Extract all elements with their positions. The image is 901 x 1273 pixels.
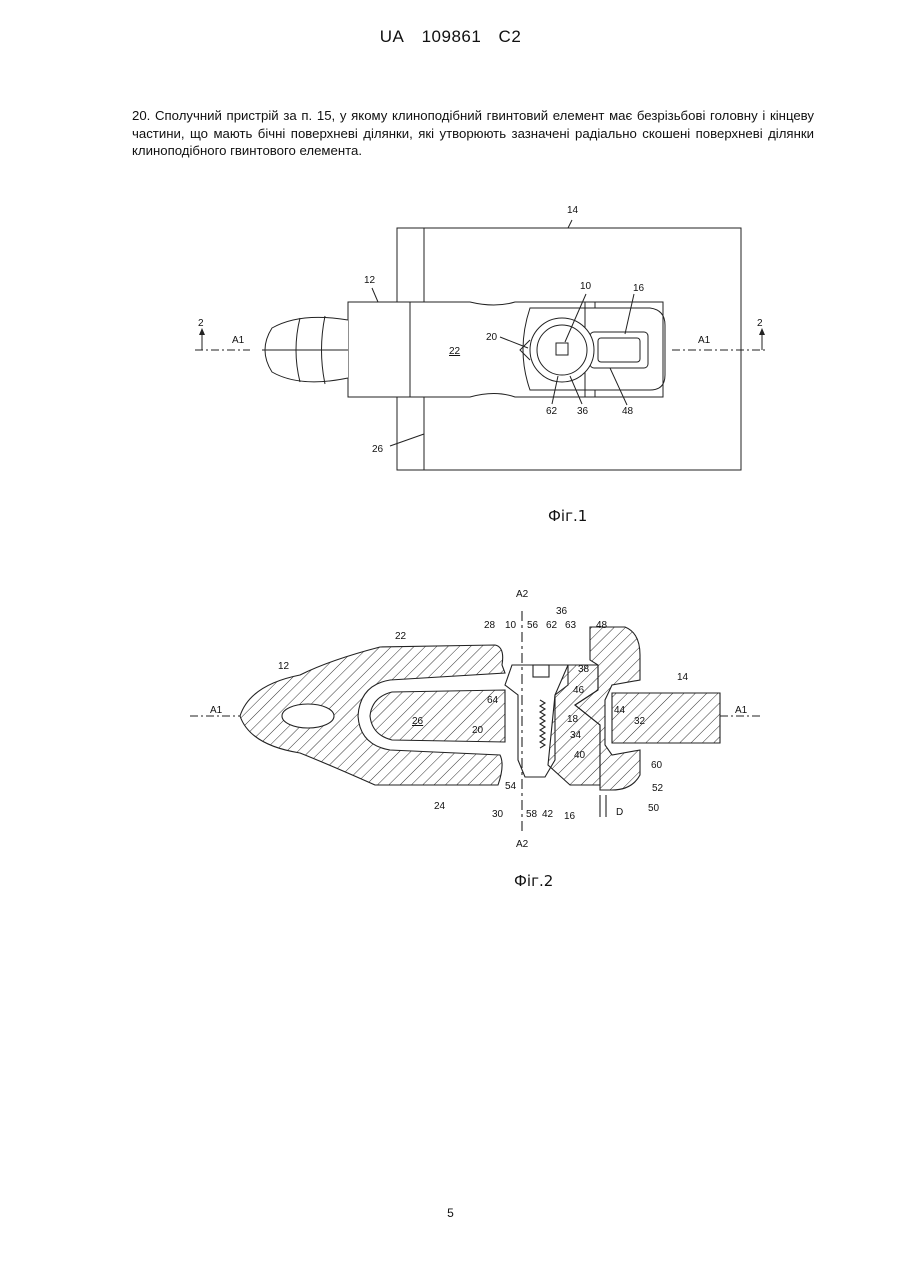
figure-2-caption: Фіг.2 [514, 872, 553, 890]
fig2-label: 48 [596, 620, 608, 631]
page-number: 5 [0, 1206, 901, 1220]
fig2-label: 30 [492, 809, 504, 820]
fig2-label: 14 [677, 672, 689, 683]
fig1-label: 2 [198, 318, 204, 329]
fig1-label: 62 [546, 406, 558, 417]
fig2-label: 56 [527, 620, 539, 631]
figure-1-drawing: 14 12 10 16 2 2 A1 A1 20 22 62 36 48 26 [0, 190, 901, 500]
fig2-label: 38 [578, 664, 590, 675]
fig2-label: 16 [564, 811, 576, 822]
fig2-label: 36 [556, 606, 568, 617]
fig2-label: 20 [472, 725, 484, 736]
header-kind: C2 [499, 27, 522, 46]
fig2-label: 28 [484, 620, 496, 631]
fig2-label: 54 [505, 781, 517, 792]
fig1-label: 12 [364, 275, 376, 286]
header-number: 109861 [422, 27, 482, 46]
fig2-label: A1 [210, 705, 223, 716]
fig2-label: 10 [505, 620, 517, 631]
fig1-label: 36 [577, 406, 589, 417]
fig2-label: 50 [648, 803, 660, 814]
fig2-label: 32 [634, 716, 646, 727]
fig1-label: 10 [580, 281, 592, 292]
fig2-label: A1 [735, 705, 748, 716]
fig2-label: A2 [516, 589, 529, 600]
fig2-label: 24 [434, 801, 446, 812]
fig1-label: A1 [698, 335, 711, 346]
fig2-label: 42 [542, 809, 554, 820]
fig2-label: A2 [516, 839, 529, 850]
fig2-label: 62 [546, 620, 558, 631]
fig2-label: 12 [278, 661, 290, 672]
fig1-label: 2 [757, 318, 763, 329]
fig2-tooth [612, 693, 720, 743]
fig2-label: 58 [526, 809, 538, 820]
fig2-label: 46 [573, 685, 585, 696]
fig2-label: 64 [487, 695, 499, 706]
fig1-label: 14 [567, 205, 579, 216]
fig1-label: 20 [486, 332, 498, 343]
fig2-label: 22 [395, 631, 407, 642]
fig2-label: 60 [651, 760, 663, 771]
fig1-label: 22 [449, 346, 461, 357]
fig1-label: 26 [372, 444, 384, 455]
patent-header: UA 109861 C2 [0, 27, 901, 47]
claim-paragraph: 20. Сполучний пристрій за п. 15, у якому… [132, 107, 814, 160]
fig2-label: 34 [570, 730, 582, 741]
fig2-label: 44 [614, 705, 626, 716]
fig1-screw [530, 318, 594, 382]
fig2-label: 26 [412, 716, 424, 727]
fig2-label: D [616, 807, 623, 818]
fig2-label: 40 [574, 750, 586, 761]
fig1-label: A1 [232, 335, 245, 346]
fig2-label: 52 [652, 783, 664, 794]
fig1-label: 48 [622, 406, 634, 417]
fig2-label: 18 [567, 714, 579, 725]
fig2-label: 63 [565, 620, 577, 631]
fig1-label: 16 [633, 283, 645, 294]
figure-1-caption: Фіг.1 [548, 507, 587, 525]
figure-2-drawing: A2 36 28 10 56 62 63 48 22 12 38 14 46 6… [0, 585, 901, 860]
header-country: UA [380, 27, 405, 46]
